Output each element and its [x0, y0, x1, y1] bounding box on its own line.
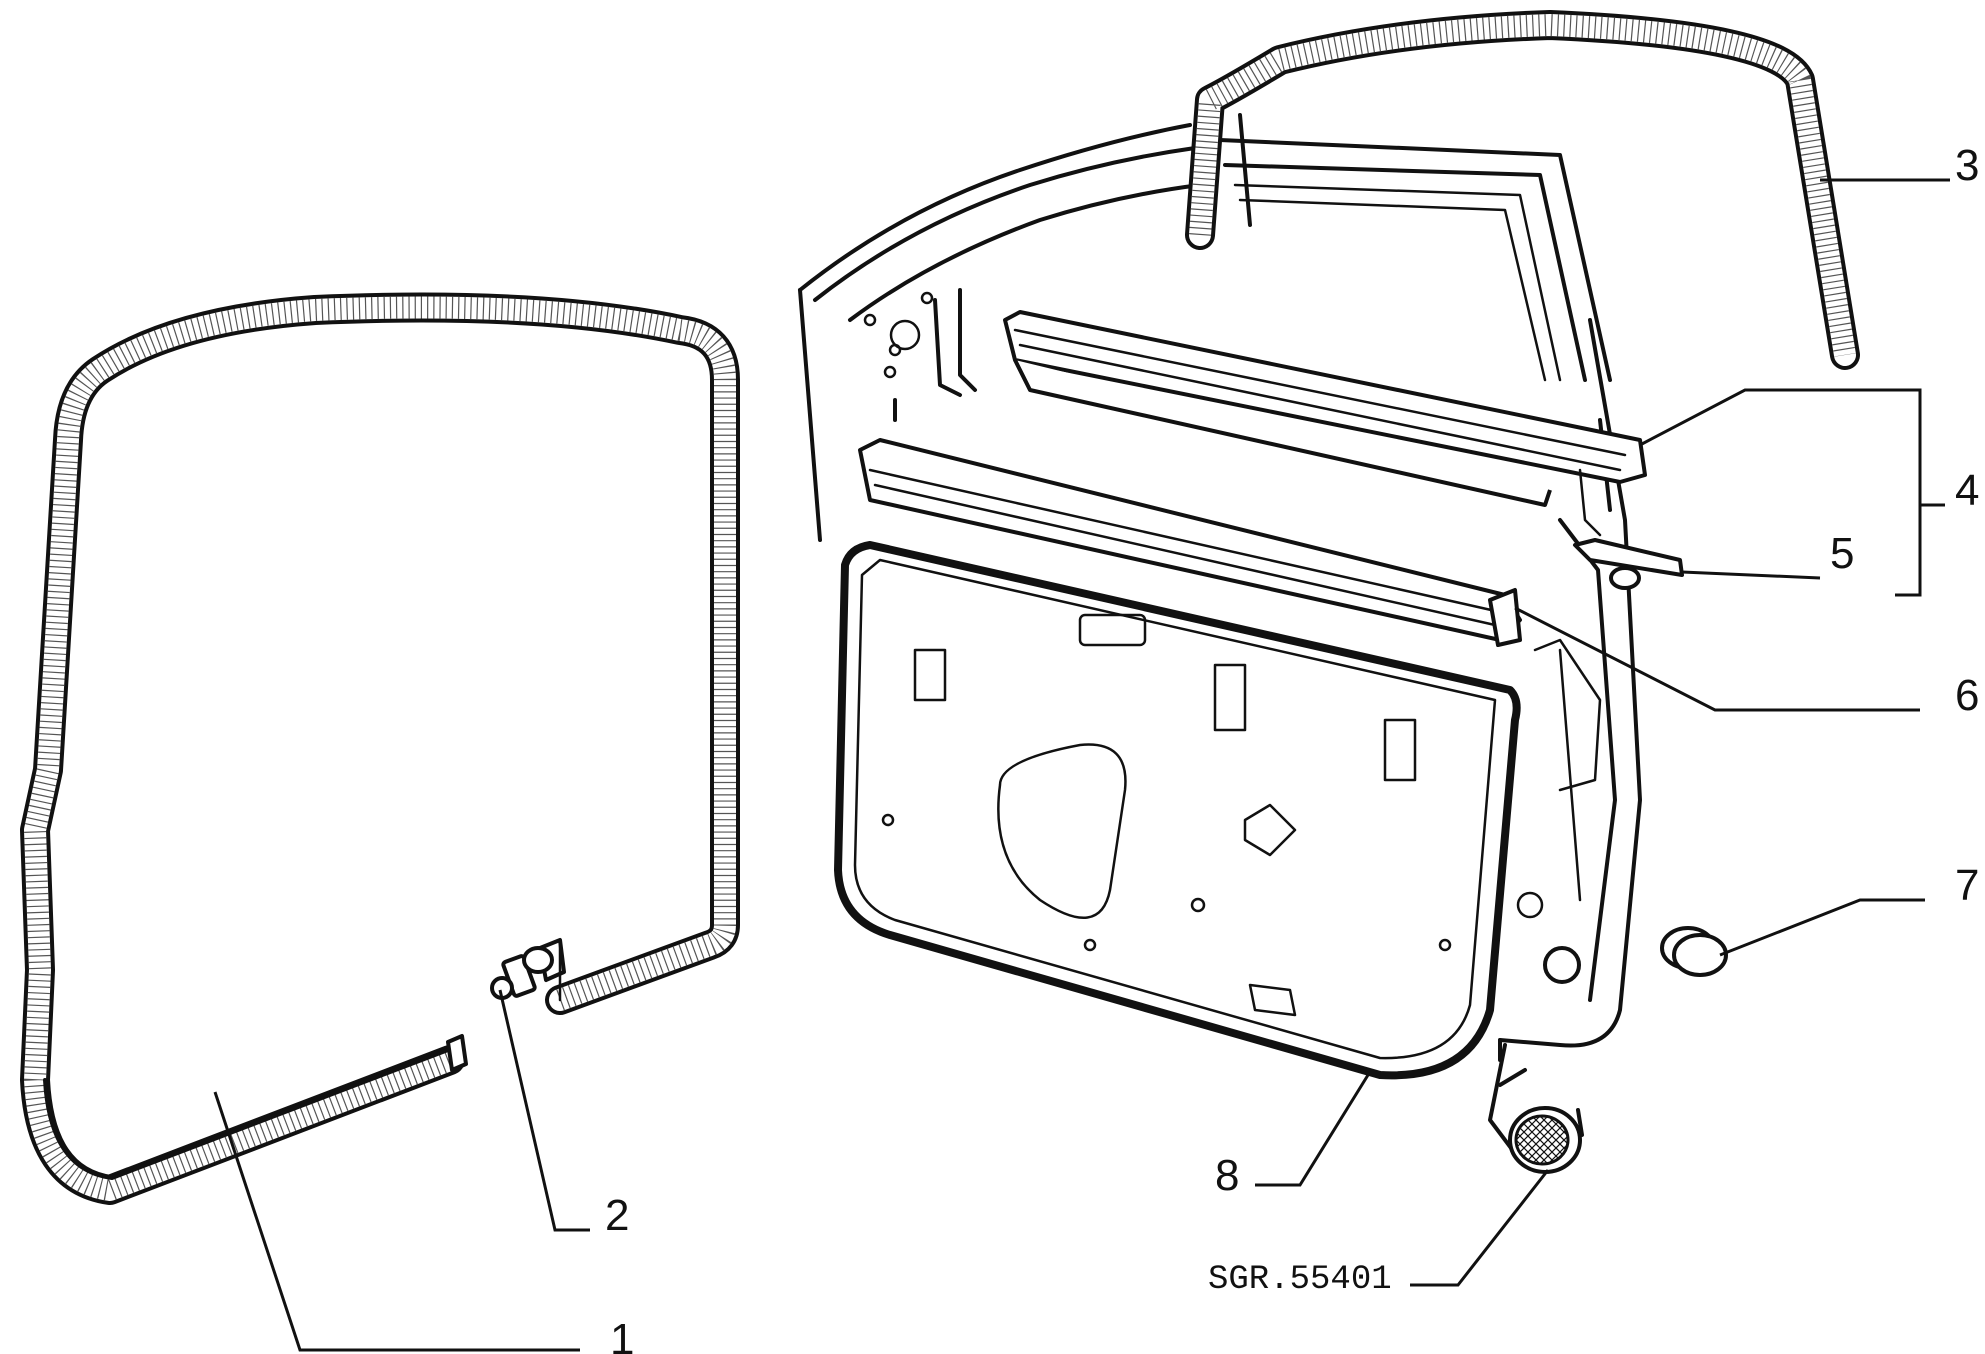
plug-part-7: [1660, 926, 1728, 977]
callout-7: 7: [1955, 861, 1979, 910]
drawing-code: SGR.55401: [1208, 1261, 1392, 1299]
belt-strip-part-6: [858, 438, 1522, 647]
door-seal-part-1: [20, 292, 740, 1205]
door-trim-panel-part-8: [834, 541, 1521, 1080]
callout-4: 4: [1955, 466, 1979, 515]
window-channel-seal-part-3: [1185, 10, 1860, 370]
callout-1: 1: [610, 1315, 634, 1354]
door-shell: [798, 123, 1642, 1162]
callout-2: 2: [605, 1191, 629, 1240]
callout-8: 8: [1215, 1151, 1239, 1200]
callout-5: 5: [1830, 529, 1854, 578]
clip-part-5: [1573, 468, 1684, 590]
callout-6: 6: [1955, 671, 1979, 720]
callout-labels: 1 2 3 4 5 6 7 8 SGR.55401: [605, 141, 1979, 1354]
leader-lines: [213, 178, 1950, 1352]
belt-strip-part-4: [1003, 310, 1647, 507]
speaker-grille: [1498, 946, 1584, 1174]
clip-part-2: [490, 946, 554, 1000]
callout-3: 3: [1955, 141, 1979, 190]
